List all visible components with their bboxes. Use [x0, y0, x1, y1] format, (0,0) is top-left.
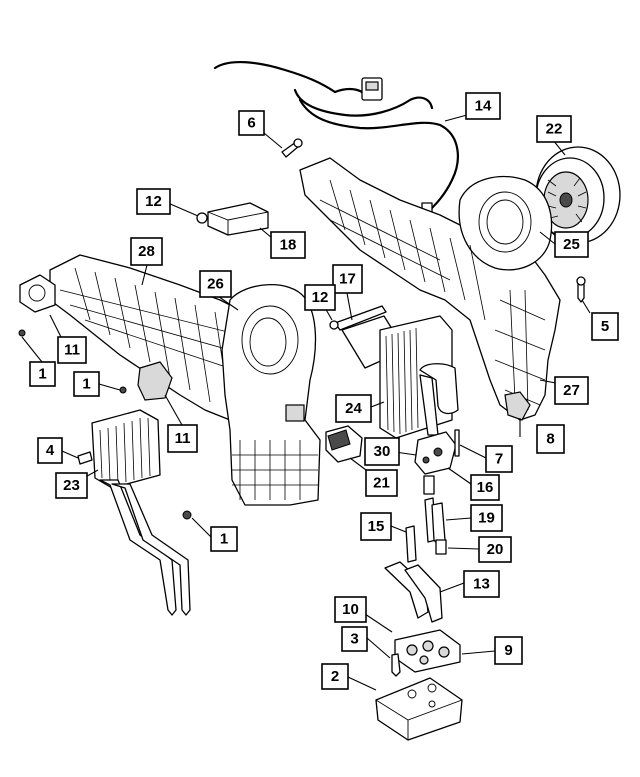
callout-12-middle: 12 — [304, 284, 336, 311]
callout-1-middle-text: 1 — [82, 376, 90, 393]
callout-21-text: 21 — [373, 475, 390, 492]
base-plate-2 — [375, 677, 463, 741]
callout-16-text: 16 — [477, 479, 494, 496]
callout-19: 19 — [470, 504, 503, 532]
callout-23-text: 23 — [63, 477, 80, 494]
callout-8: 8 — [536, 424, 565, 454]
actuator-18 — [196, 202, 269, 236]
callout-6-text: 6 — [247, 115, 255, 132]
callout-11-left-text: 11 — [64, 342, 80, 359]
callout-16: 16 — [470, 474, 500, 501]
callout-25: 25 — [554, 231, 589, 258]
callout-20: 20 — [478, 536, 512, 563]
callout-8-text: 8 — [546, 431, 554, 448]
callout-4: 4 — [37, 437, 63, 464]
callout-12-upper-text: 12 — [145, 193, 162, 210]
callout-3: 3 — [341, 626, 368, 652]
callout-22-text: 22 — [546, 121, 563, 138]
blower-motor — [535, 146, 621, 244]
heater-core — [77, 409, 191, 616]
callout-2-text: 2 — [331, 668, 339, 685]
callout-14: 14 — [465, 92, 501, 120]
expansion-valve — [414, 429, 460, 495]
callout-30-text: 30 — [374, 443, 391, 460]
callout-11-left: 11 — [57, 336, 87, 364]
callout-15-text: 15 — [368, 518, 385, 535]
callout-28: 28 — [130, 237, 163, 266]
callout-9: 9 — [494, 636, 523, 665]
center-hvac-housing — [221, 284, 321, 506]
mounting-plate-9 — [391, 629, 461, 677]
callout-27: 27 — [554, 376, 589, 405]
callout-19-text: 19 — [478, 510, 495, 527]
callout-5: 5 — [591, 312, 619, 341]
small-cover-21 — [325, 425, 363, 463]
callout-2: 2 — [321, 663, 349, 690]
callout-7-text: 7 — [495, 451, 503, 468]
callout-labels: 6 14 22 12 18 25 28 17 — [29, 92, 619, 690]
callout-10: 10 — [334, 596, 367, 623]
callout-7: 7 — [485, 445, 513, 473]
screw-1-lower — [182, 510, 192, 520]
callout-12-upper: 12 — [136, 188, 171, 215]
callout-1-lower: 1 — [210, 526, 238, 552]
callout-24: 24 — [335, 394, 372, 423]
callout-18: 18 — [270, 231, 306, 259]
callout-5-text: 5 — [601, 318, 609, 335]
right-hvac-housing — [299, 157, 561, 421]
callout-14-text: 14 — [475, 98, 492, 115]
callout-24-text: 24 — [345, 400, 362, 417]
callout-15: 15 — [360, 512, 392, 541]
callout-21: 21 — [365, 469, 398, 497]
callout-1-lower-text: 1 — [220, 531, 228, 548]
callout-1-left: 1 — [29, 361, 56, 387]
callout-22: 22 — [536, 115, 572, 143]
callout-30: 30 — [364, 437, 400, 466]
evaporator-core — [379, 315, 459, 439]
callout-20-text: 20 — [487, 541, 504, 558]
bracket-13 — [384, 561, 443, 623]
callout-18-text: 18 — [280, 237, 297, 254]
callout-10-text: 10 — [342, 601, 359, 618]
callout-1-middle: 1 — [73, 371, 100, 397]
callout-27-text: 27 — [563, 382, 580, 399]
callout-12-middle-text: 12 — [312, 289, 329, 306]
callout-11-right-text: 11 — [175, 430, 191, 447]
callout-26-text: 26 — [207, 276, 224, 293]
callout-4-text: 4 — [46, 442, 55, 459]
callout-13-text: 13 — [473, 576, 490, 593]
callout-13: 13 — [463, 570, 500, 598]
screw-5 — [576, 276, 586, 303]
callout-3-text: 3 — [350, 631, 358, 648]
callout-11-right: 11 — [167, 424, 198, 453]
callout-1-left-text: 1 — [38, 366, 46, 383]
callout-17: 17 — [332, 264, 363, 294]
callout-26: 26 — [199, 270, 232, 298]
refrigerant-lines — [405, 497, 447, 563]
callout-9-text: 9 — [504, 642, 512, 659]
callout-25-text: 25 — [563, 236, 580, 253]
screw-6 — [281, 138, 303, 158]
callout-28-text: 28 — [138, 243, 155, 260]
callout-6: 6 — [238, 110, 265, 136]
callout-23: 23 — [55, 472, 88, 499]
callout-17-text: 17 — [339, 271, 356, 288]
